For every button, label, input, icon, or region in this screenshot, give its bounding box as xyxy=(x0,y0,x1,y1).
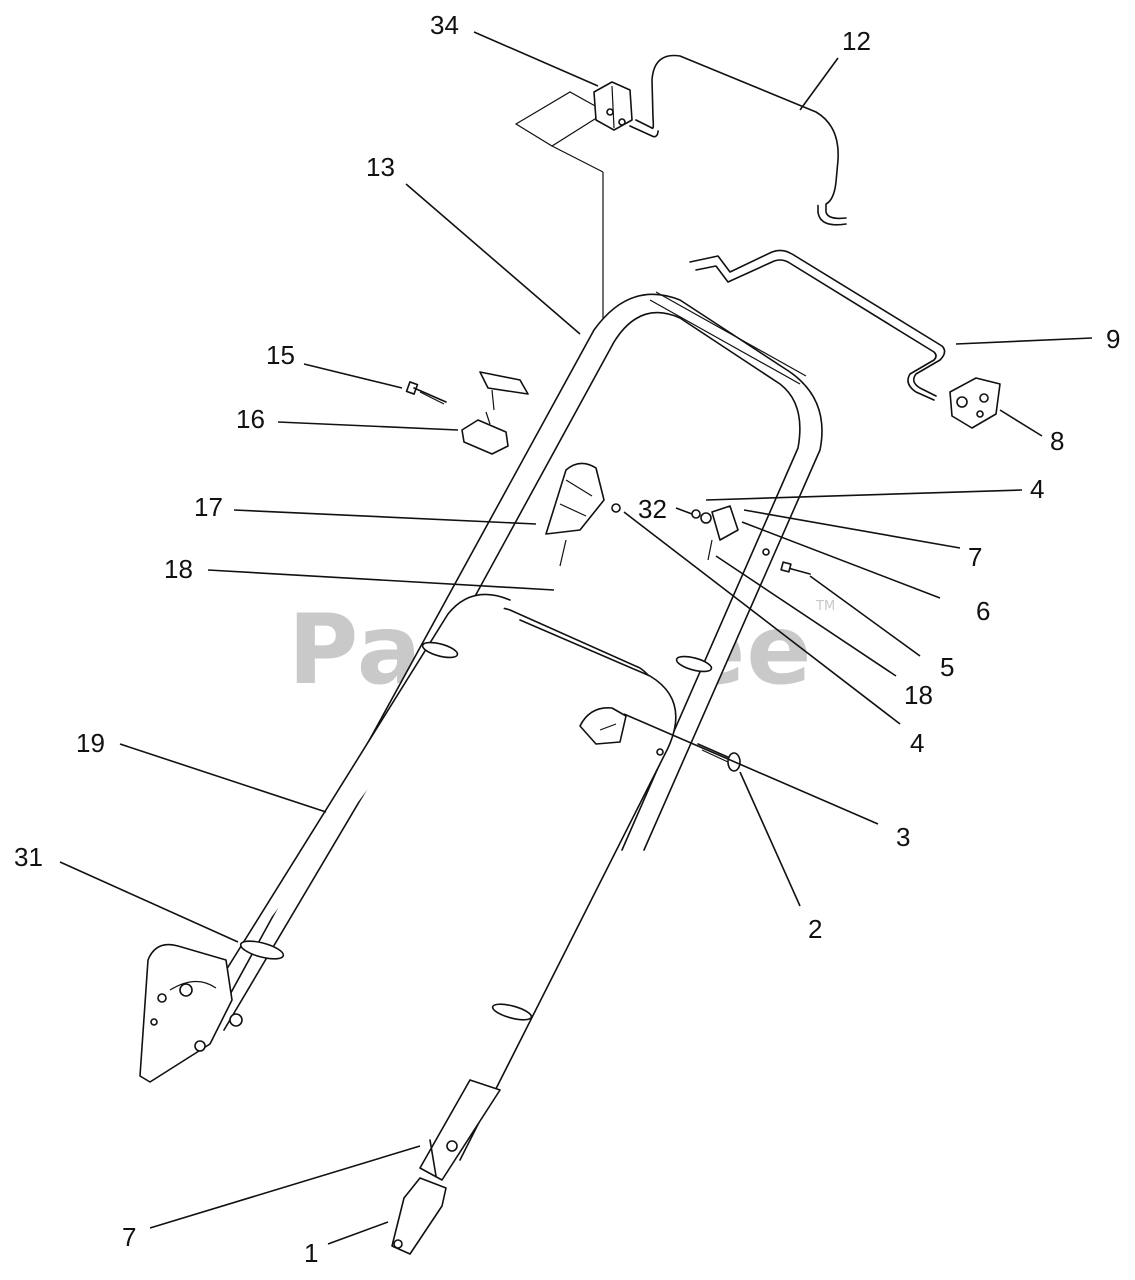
part-8-pivot-bracket xyxy=(949,377,1001,429)
part-hardware-cluster xyxy=(611,503,811,575)
callout-16: 16 xyxy=(236,404,265,434)
part-34-bracket xyxy=(514,81,633,388)
part-16-knob xyxy=(461,371,529,455)
callout-18-lower: 18 xyxy=(904,680,933,710)
callout-18-upper: 18 xyxy=(164,554,193,584)
callout-4-upper: 4 xyxy=(1030,474,1044,504)
callout-3: 3 xyxy=(896,822,910,852)
callout-7-lower: 7 xyxy=(122,1222,136,1252)
callout-19: 19 xyxy=(76,728,105,758)
callout-6: 6 xyxy=(976,596,990,626)
callout-7-upper: 7 xyxy=(968,542,982,572)
callout-32: 32 xyxy=(638,494,667,524)
part-1-foot-bracket xyxy=(391,1139,447,1255)
callout-9: 9 xyxy=(1106,324,1120,354)
part-31-mounting-plate xyxy=(139,943,233,1083)
callout-2: 2 xyxy=(808,914,822,944)
callout-5: 5 xyxy=(940,652,954,682)
part-15-bolt xyxy=(405,381,447,405)
part-9-control-rod xyxy=(689,249,946,401)
callout-4-lower: 4 xyxy=(910,728,924,758)
callout-13: 13 xyxy=(366,152,395,182)
leader-lines xyxy=(59,31,1093,1245)
callout-8: 8 xyxy=(1050,426,1064,456)
part-3-handle-knob xyxy=(579,707,627,745)
callout-15: 15 xyxy=(266,340,295,370)
watermark-trademark: TM xyxy=(815,599,835,614)
callout-1: 1 xyxy=(304,1238,318,1268)
callout-12: 12 xyxy=(842,26,871,56)
callout-31: 31 xyxy=(14,842,43,872)
part-17-cable-housing xyxy=(545,462,605,567)
part-12-bail-rod xyxy=(629,54,847,226)
callout-34: 34 xyxy=(430,10,459,40)
callout-labels: 34 12 13 9 15 8 16 4 17 32 7 18 6 5 18 4… xyxy=(14,10,1120,1268)
callout-17: 17 xyxy=(194,492,223,522)
part-19-lower-handle xyxy=(199,593,713,1181)
